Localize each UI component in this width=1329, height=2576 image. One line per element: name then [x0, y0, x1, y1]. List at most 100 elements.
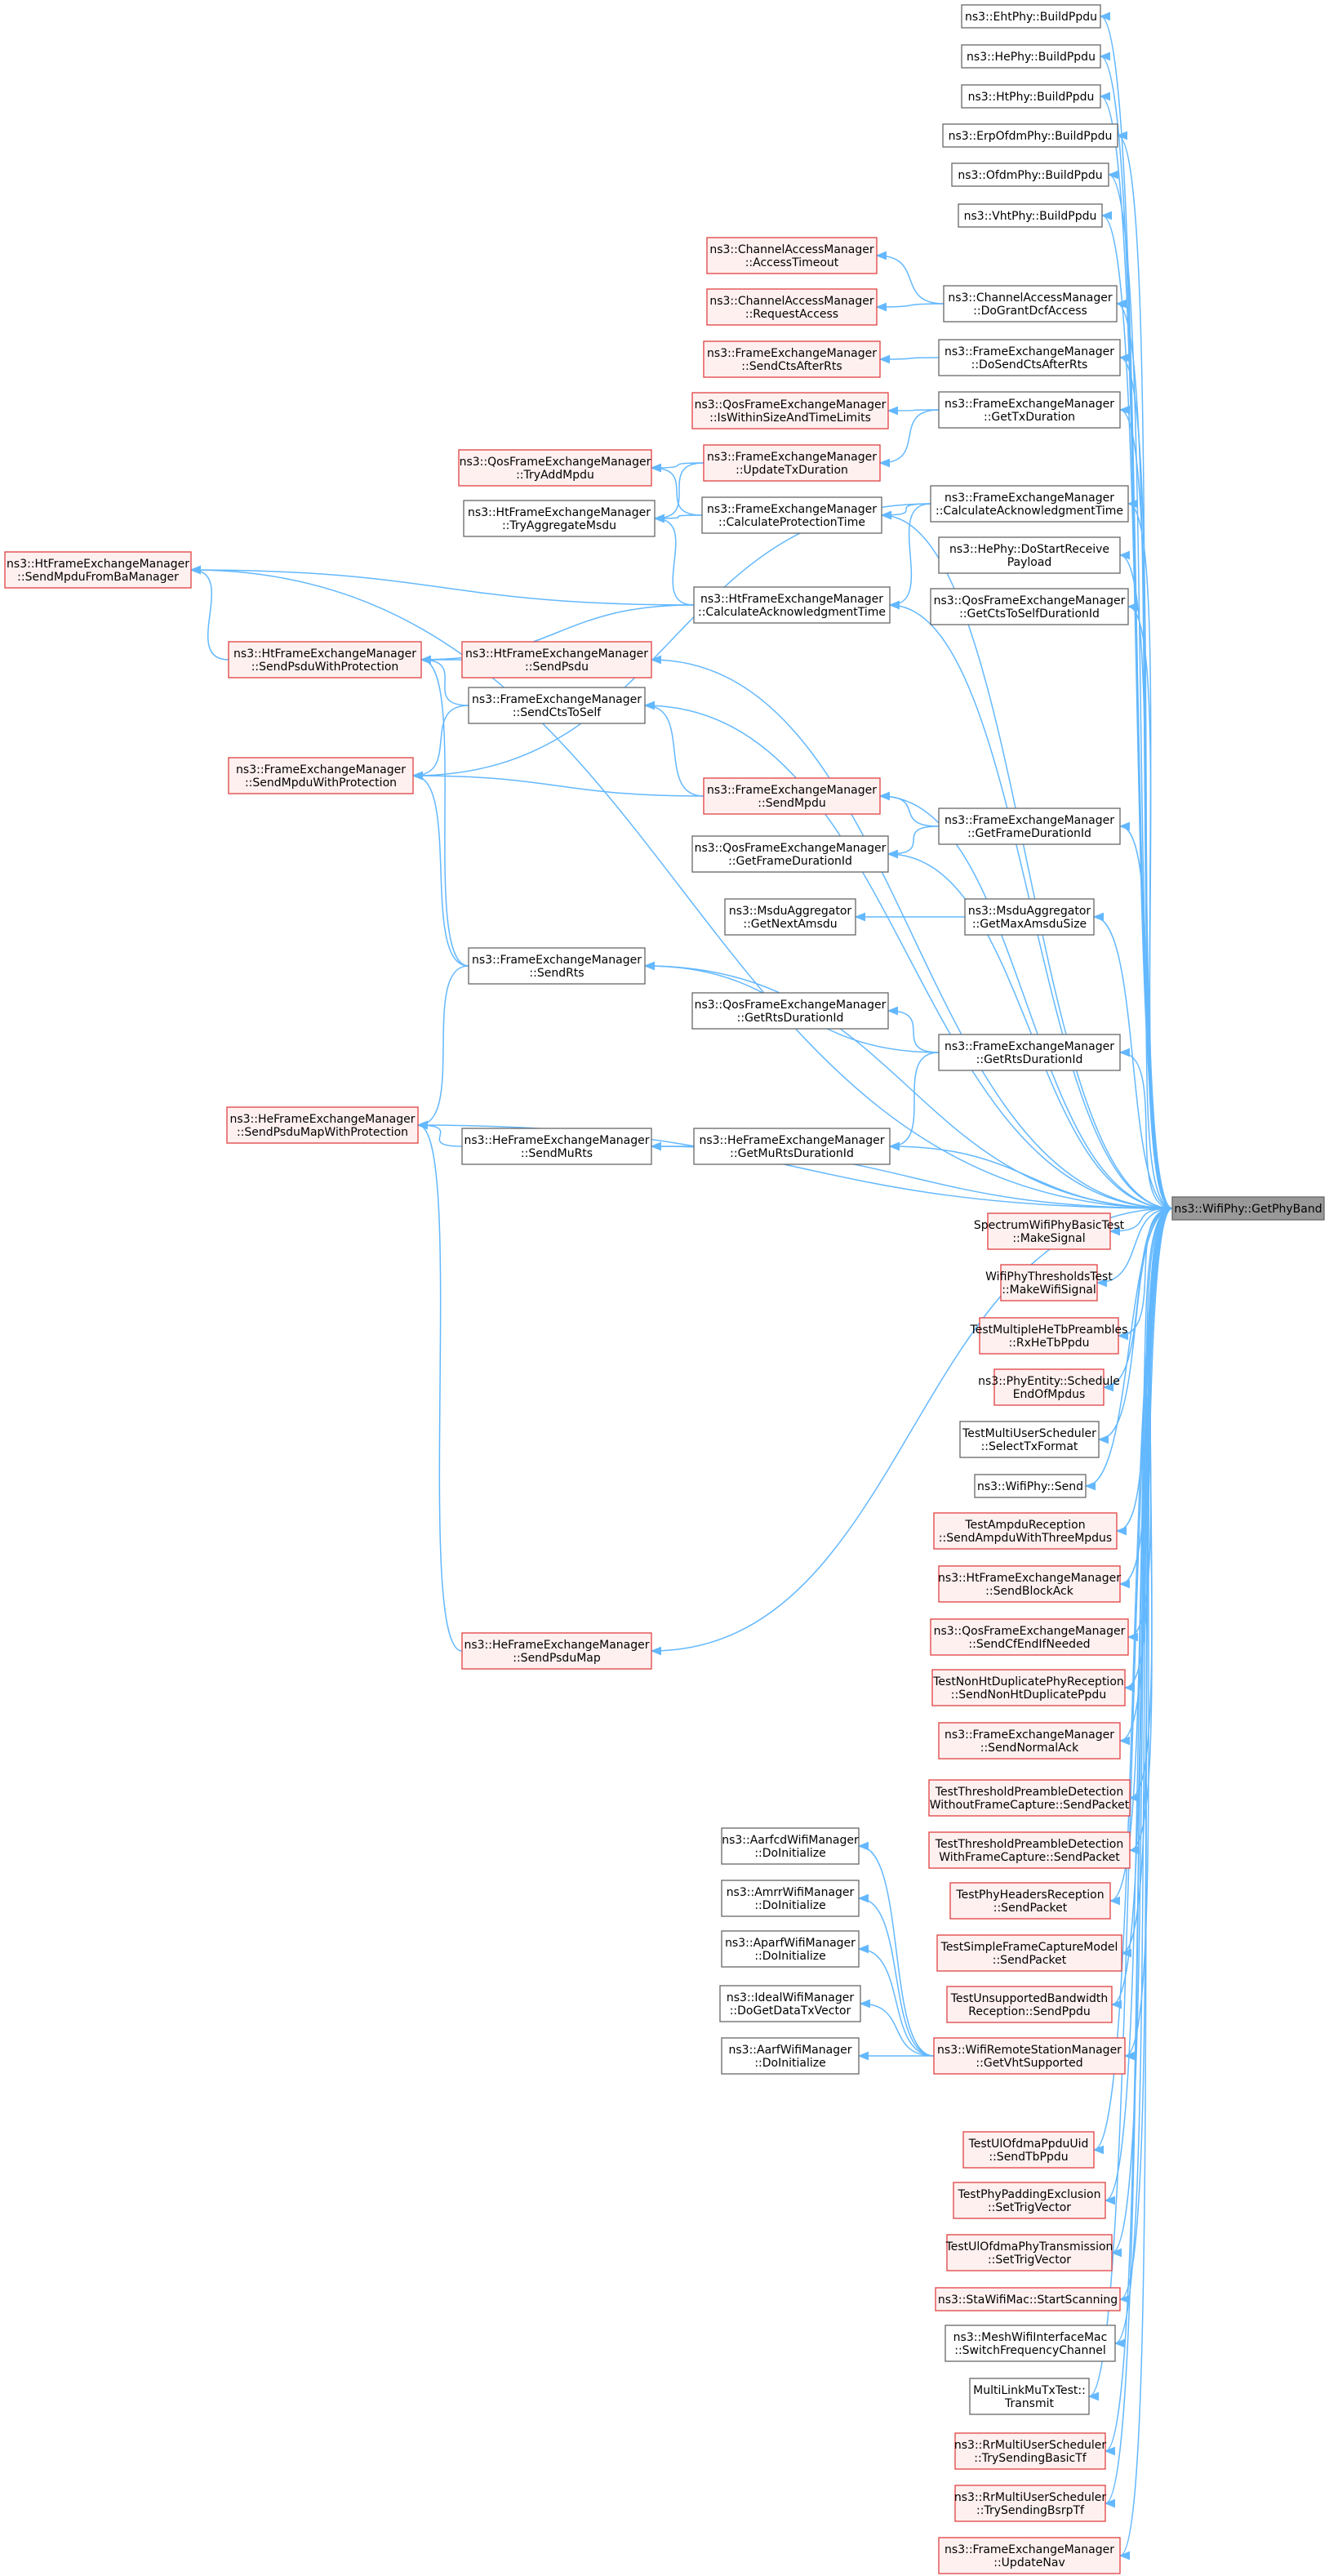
node-qfem-gcts[interactable]: ns3::QosFrameExchangeManager::GetCtsToSe… [930, 588, 1129, 625]
node-fem-sna[interactable]: ns3::FrameExchangeManager::SendNormalAck [938, 1722, 1121, 1760]
node-box[interactable] [691, 992, 889, 1030]
node-fem-gtd[interactable]: ns3::FrameExchangeManager::GetTxDuration [938, 391, 1121, 429]
node-box[interactable] [959, 1421, 1100, 1458]
node-tmus[interactable]: TestMultiUserScheduler::SelectTxFormat [959, 1421, 1100, 1458]
node-aarf[interactable]: ns3::AarfWifiManager::DoInitialize [721, 2037, 860, 2075]
node-box[interactable] [458, 449, 652, 487]
node-wpth[interactable]: WifiPhyThresholdsTest::MakeWifiSignal [985, 1264, 1113, 1301]
node-box[interactable] [938, 536, 1121, 574]
node-box[interactable] [691, 392, 889, 429]
node-box[interactable] [928, 1831, 1131, 1869]
node-box[interactable] [468, 687, 646, 724]
node-box[interactable] [938, 1565, 1121, 1603]
node-mwim[interactable]: ns3::MeshWifiInterfaceMac::SwitchFrequen… [945, 2325, 1116, 2362]
node-box[interactable] [461, 641, 652, 678]
node-box[interactable] [721, 1880, 860, 1917]
node-box[interactable] [1171, 1196, 1325, 1221]
node-fem-sm[interactable]: ns3::FrameExchangeManager::SendMpdu [703, 777, 881, 815]
node-box[interactable] [719, 1985, 861, 2022]
node-htfem-spwp[interactable]: ns3::HtFrameExchangeManager::SendPsduWit… [228, 641, 422, 678]
node-hefem-smr[interactable]: ns3::HeFrameExchangeManager::SendMuRts [461, 1128, 652, 1165]
node-box[interactable] [4, 551, 192, 589]
node-msdu-gmas[interactable]: ns3::MsduAggregator::GetMaxAmsduSize [964, 898, 1095, 936]
node-box[interactable] [949, 1882, 1111, 1920]
node-box[interactable] [987, 1212, 1111, 1250]
node-aparf[interactable]: ns3::AparfWifiManager::DoInitialize [721, 1930, 860, 1968]
node-box[interactable] [1000, 1264, 1098, 1301]
node-box[interactable] [961, 4, 1101, 29]
node-box[interactable] [461, 1632, 652, 1670]
node-fem-gfd[interactable]: ns3::FrameExchangeManager::GetFrameDurat… [938, 808, 1121, 845]
node-fem-grd[interactable]: ns3::FrameExchangeManager::GetRtsDuratio… [938, 1034, 1121, 1071]
node-vht[interactable]: ns3::VhtPhy::BuildPpdu [958, 203, 1103, 228]
node-qfem-tam[interactable]: ns3::QosFrameExchangeManager::TryAddMpdu [458, 449, 652, 487]
node-box[interactable] [961, 44, 1101, 69]
node-box[interactable] [964, 898, 1095, 936]
node-tuopu[interactable]: TestUlOfdmaPpduUid::SendTbPpdu [962, 2131, 1095, 2169]
node-box[interactable] [691, 835, 889, 873]
node-box[interactable] [693, 586, 891, 624]
node-box[interactable] [931, 1669, 1126, 1706]
node-eht[interactable]: ns3::EhtPhy::BuildPpdu [961, 4, 1101, 29]
node-box[interactable] [463, 500, 656, 537]
node-box[interactable] [724, 898, 856, 936]
node-ideal[interactable]: ns3::IdealWifiManager::DoGetDataTxVector [719, 1985, 861, 2022]
node-ttpd1[interactable]: TestThresholdPreambleDetectionWithoutFra… [928, 1779, 1131, 1817]
node-tar[interactable]: TestAmpduReception::SendAmpduWithThreeMp… [933, 1512, 1118, 1550]
node-box[interactable] [935, 2287, 1121, 2311]
node-hefem-gmrd[interactable]: ns3::HeFrameExchangeManager::GetMuRtsDur… [693, 1128, 891, 1165]
node-tsfcm[interactable]: TestSimpleFrameCaptureModel::SendPacket [936, 1934, 1122, 1972]
node-tuopt[interactable]: TestUlOfdmaPhyTransmission::SetTrigVecto… [945, 2234, 1113, 2271]
node-box[interactable] [938, 1034, 1121, 1071]
node-swpbt[interactable]: SpectrumWifiPhyBasicTest::MakeSignal [974, 1212, 1125, 1250]
node-box[interactable] [936, 1934, 1122, 1972]
node-cam-at[interactable]: ns3::ChannelAccessManager::AccessTimeout [706, 237, 878, 274]
node-box[interactable] [928, 1779, 1131, 1817]
node-tmhtp[interactable]: TestMultipleHeTbPreambles::RxHeTbPpdu [970, 1317, 1128, 1355]
node-erp[interactable]: ns3::ErpOfdmPhy::BuildPpdu [942, 123, 1118, 148]
node-box[interactable] [942, 123, 1118, 148]
node-amrr[interactable]: ns3::AmrrWifiManager::DoInitialize [721, 1880, 860, 1917]
node-box[interactable] [993, 1368, 1105, 1406]
node-box[interactable] [969, 2378, 1090, 2415]
node-box[interactable] [226, 1106, 419, 1144]
node-wrsm[interactable]: ns3::WifiRemoteStationManager::GetVhtSup… [933, 2037, 1126, 2075]
node-htfem-sp[interactable]: ns3::HtFrameExchangeManager::SendPsdu [461, 641, 652, 678]
node-cam-ra[interactable]: ns3::ChannelAccessManager::RequestAccess [706, 288, 878, 326]
node-box[interactable] [938, 391, 1121, 429]
node-fem-sr[interactable]: ns3::FrameExchangeManager::SendRts [468, 947, 646, 985]
node-box[interactable] [951, 162, 1109, 187]
node-qfem-scen[interactable]: ns3::QosFrameExchangeManager::SendCfEndI… [930, 1618, 1129, 1656]
node-qfem-grd[interactable]: ns3::QosFrameExchangeManager::GetRtsDura… [691, 992, 889, 1030]
node-box[interactable] [930, 588, 1129, 625]
node-box[interactable] [930, 1618, 1129, 1656]
node-he[interactable]: ns3::HePhy::BuildPpdu [961, 44, 1101, 69]
node-box[interactable] [945, 2325, 1116, 2362]
node-tppe[interactable]: TestPhyPaddingExclusion::SetTrigVector [953, 2182, 1106, 2219]
node-box[interactable] [979, 1317, 1119, 1355]
node-tphr[interactable]: TestPhyHeadersReception::SendPacket [949, 1882, 1111, 1920]
node-ht[interactable]: ns3::HtPhy::BuildPpdu [961, 84, 1101, 109]
node-cam-dgda[interactable]: ns3::ChannelAccessManager::DoGrantDcfAcc… [943, 285, 1118, 323]
node-box[interactable] [974, 1474, 1087, 1498]
node-hefem-spm[interactable]: ns3::HeFrameExchangeManager::SendPsduMap [461, 1632, 652, 1670]
node-swm[interactable]: ns3::StaWifiMac::StartScanning [935, 2287, 1121, 2311]
node-htfem-cat[interactable]: ns3::HtFrameExchangeManager::CalculateAc… [693, 586, 891, 624]
node-box[interactable] [703, 777, 881, 815]
node-tub[interactable]: TestUnsupportedBandwidthReception::SendP… [946, 1986, 1113, 2023]
node-fem-smwp[interactable]: ns3::FrameExchangeManager::SendMpduWithP… [228, 757, 414, 794]
node-box[interactable] [946, 1986, 1113, 2023]
node-box[interactable] [938, 1722, 1121, 1760]
node-fem-cpt[interactable]: ns3::FrameExchangeManager::CalculateProt… [701, 496, 882, 534]
node-box[interactable] [930, 485, 1129, 523]
node-box[interactable] [701, 496, 882, 534]
node-htfem-smfb[interactable]: ns3::HtFrameExchangeManager::SendMpduFro… [4, 551, 192, 589]
node-mlmt[interactable]: MultiLinkMuTxTest::Transmit [969, 2378, 1090, 2415]
node-rmus2[interactable]: ns3::RrMultiUserScheduler::TrySendingBsr… [954, 2485, 1106, 2522]
node-box[interactable] [228, 757, 414, 794]
node-aarfcd[interactable]: ns3::AarfcdWifiManager::DoInitialize [721, 1827, 860, 1865]
node-box[interactable] [962, 2131, 1095, 2169]
node-target[interactable]: ns3::WifiPhy::GetPhyBand [1171, 1196, 1325, 1221]
